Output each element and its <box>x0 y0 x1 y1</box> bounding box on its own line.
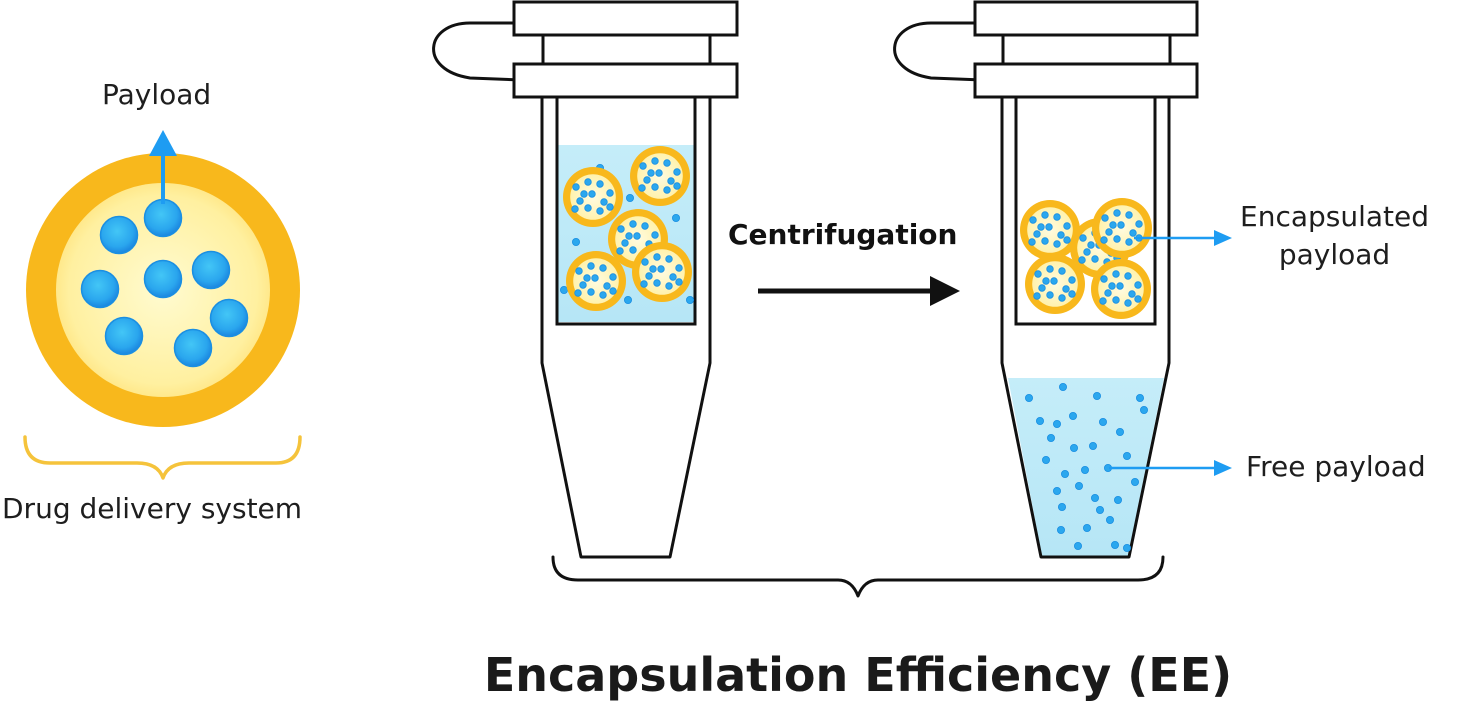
free-payload-dot <box>1123 451 1132 460</box>
nanoparticle <box>1092 198 1152 258</box>
nanoparticle <box>1025 254 1085 314</box>
nanoparticle <box>1091 259 1151 319</box>
free-payload-dot <box>1036 416 1045 425</box>
drug-delivery-system-label: Drug delivery system <box>2 492 303 525</box>
free-payload-dot <box>572 237 581 246</box>
encapsulated-payload-label-line1: Encapsulated <box>1240 200 1430 233</box>
free-payload-dot <box>1075 481 1084 490</box>
payload-dot <box>209 298 249 338</box>
free-payload-dot <box>1053 419 1062 428</box>
free-payload-dot <box>1061 469 1070 478</box>
encapsulated-payload-label: Encapsulated payload <box>1240 198 1429 274</box>
free-payload-dot <box>1058 502 1067 511</box>
free-payload-dot <box>1106 516 1115 525</box>
free-payload-dot <box>1091 493 1100 502</box>
nanoparticles-in-solution <box>563 146 692 311</box>
free-payload-dot <box>1116 427 1125 436</box>
free-payload-dot <box>1114 495 1123 504</box>
free-payload-dot <box>1083 524 1092 533</box>
drug-delivery-particle <box>26 130 300 427</box>
payload-label: Payload <box>102 78 212 111</box>
free-payload-dot <box>1096 505 1105 514</box>
nanoparticle <box>630 146 690 206</box>
drug-delivery-brace <box>23 435 302 480</box>
free-payload-dot <box>1070 443 1079 452</box>
payload-dot <box>80 269 120 309</box>
free-payload-dot <box>1089 441 1098 450</box>
free-payload-dot <box>686 295 695 304</box>
payload-dot <box>173 328 213 368</box>
free-payload-dot <box>1093 391 1102 400</box>
free-payload-dot <box>1053 486 1062 495</box>
free-payload-dot <box>1069 411 1078 420</box>
free-payload-dot <box>1140 405 1149 414</box>
free-payload-dot <box>1081 465 1090 474</box>
encapsulation-efficiency-brace <box>551 555 1165 598</box>
free-payload-dot <box>1136 393 1145 402</box>
free-payload-dot <box>1059 382 1068 391</box>
free-payload-dot <box>624 295 633 304</box>
free-payload-dot <box>1025 393 1034 402</box>
free-payload-dot <box>1074 542 1083 551</box>
free-payload-dots <box>1025 382 1149 553</box>
free-payload-dot <box>672 213 681 222</box>
free-payload-dot <box>1123 544 1132 553</box>
payload-dot <box>99 215 139 255</box>
free-payload-dot <box>560 285 569 294</box>
payload-dot <box>104 316 144 356</box>
free-payload-dot <box>1047 433 1056 442</box>
encapsulated-nanoparticles <box>1020 198 1152 319</box>
nanoparticle <box>566 251 626 311</box>
payload-dot <box>191 250 231 290</box>
encapsulated-payload-arrow <box>1134 230 1232 246</box>
free-payload-dot <box>1131 477 1140 486</box>
free-payload-dot <box>1111 541 1120 550</box>
payload-dot <box>143 259 183 299</box>
centrifugation-arrow <box>758 276 960 306</box>
centrifugation-label: Centrifugation <box>728 218 958 251</box>
free-payload-dot <box>626 193 635 202</box>
diagram-title: Encapsulation Efficiency (EE) <box>483 648 1233 702</box>
centrifuge-tube-after <box>893 0 1199 559</box>
free-payload-arrow <box>1109 460 1232 476</box>
payload-arrow-head <box>149 130 177 156</box>
encapsulated-payload-label-line2: payload <box>1278 238 1391 272</box>
nanoparticle <box>1020 200 1080 260</box>
centrifuge-tube-before <box>432 0 739 559</box>
free-payload-dot <box>1042 455 1051 464</box>
free-payload-dot <box>1099 417 1108 426</box>
payload-molecules <box>80 198 249 368</box>
nanoparticle <box>632 242 692 302</box>
nanoparticle <box>563 167 623 227</box>
free-payload-label: Free payload <box>1246 450 1426 483</box>
payload-dot <box>143 198 183 238</box>
free-payload-dot <box>1057 526 1066 535</box>
